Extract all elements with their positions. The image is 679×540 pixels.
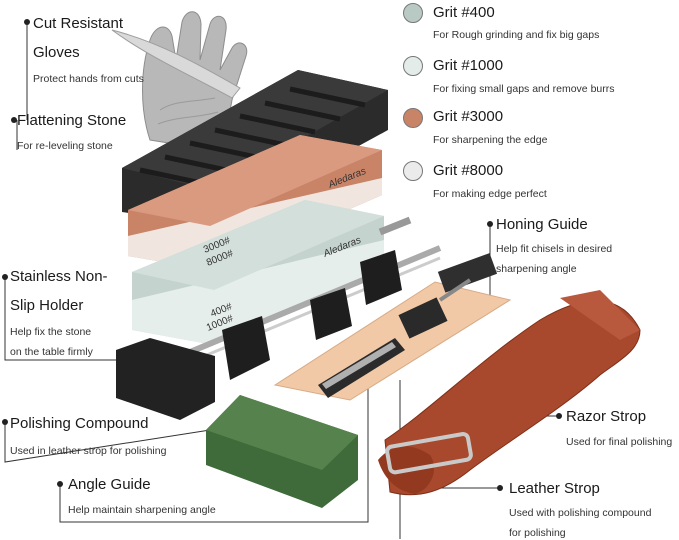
leader-holder — [4, 278, 120, 361]
grit-8000-swatch — [403, 161, 423, 181]
honing-guide-shape — [398, 253, 498, 339]
angle-title: Angle Guide — [68, 476, 151, 493]
gloves-title-2: Gloves — [33, 44, 80, 61]
honing-dot — [487, 221, 493, 227]
grit-3000-title: Grit #3000 — [433, 108, 504, 125]
razor-desc: Used for final polishing — [566, 436, 673, 448]
polishing-compound-shape — [206, 395, 358, 508]
polishing-desc: Used in leather strop for polishing — [10, 445, 167, 457]
honing-desc-2: sharpening angle — [496, 263, 577, 275]
holder-desc-1: Help fix the stone — [10, 326, 92, 338]
grit-8000-title: Grit #8000 — [433, 162, 504, 179]
flattening-title: Flattening Stone — [17, 112, 127, 129]
leather-title: Leather Strop — [509, 480, 600, 497]
honing-title: Honing Guide — [496, 216, 588, 233]
polishing-dot — [2, 419, 8, 425]
leader-polishing — [4, 422, 211, 463]
leader-leather-a — [399, 487, 500, 539]
grit-1000-desc: For fixing small gaps and remove burrs — [433, 83, 615, 95]
holder-dot — [2, 274, 8, 280]
angle-dot — [57, 481, 63, 487]
gloves-dot — [24, 19, 30, 25]
gloves-desc: Protect hands from cuts — [33, 73, 144, 85]
honing-desc-1: Help fit chisels in desired — [496, 243, 613, 255]
grit-1000-title: Grit #1000 — [433, 57, 504, 74]
angle-desc: Help maintain sharpening angle — [68, 504, 216, 516]
stone-holder — [116, 216, 442, 420]
angle-guide-shape — [318, 338, 405, 398]
holder-title-1: Stainless Non- — [10, 268, 108, 285]
grit-3000-swatch — [403, 108, 423, 128]
flattening-dot — [11, 117, 17, 123]
flattening-desc: For re-leveling stone — [17, 140, 113, 152]
leather-desc-1: Used with polishing compound — [509, 507, 652, 519]
razor-title: Razor Strop — [566, 408, 647, 425]
leather-strop-shape — [378, 290, 641, 496]
holder-title-2: Slip Holder — [10, 297, 84, 314]
holder-desc-2: on the table firmly — [10, 346, 93, 358]
grit-3000-desc: For sharpening the edge — [433, 134, 548, 146]
polishing-title: Polishing Compound — [10, 415, 149, 432]
leather-dot — [497, 485, 503, 491]
grit-400-desc: For Rough grinding and fix big gaps — [433, 29, 600, 41]
razor-dot — [556, 413, 562, 419]
grit-400-title: Grit #400 — [433, 4, 495, 21]
whetstone-400-1000 — [132, 200, 384, 345]
leather-desc-2: for polishing — [509, 527, 566, 539]
leader-angle — [59, 360, 369, 523]
grit-8000-desc: For making edge perfect — [433, 188, 547, 200]
grit-400-swatch — [403, 3, 423, 23]
knife-blade — [111, 29, 241, 99]
gloves-title-1: Cut Resistant — [33, 15, 124, 32]
grit-1000-swatch — [403, 56, 423, 76]
